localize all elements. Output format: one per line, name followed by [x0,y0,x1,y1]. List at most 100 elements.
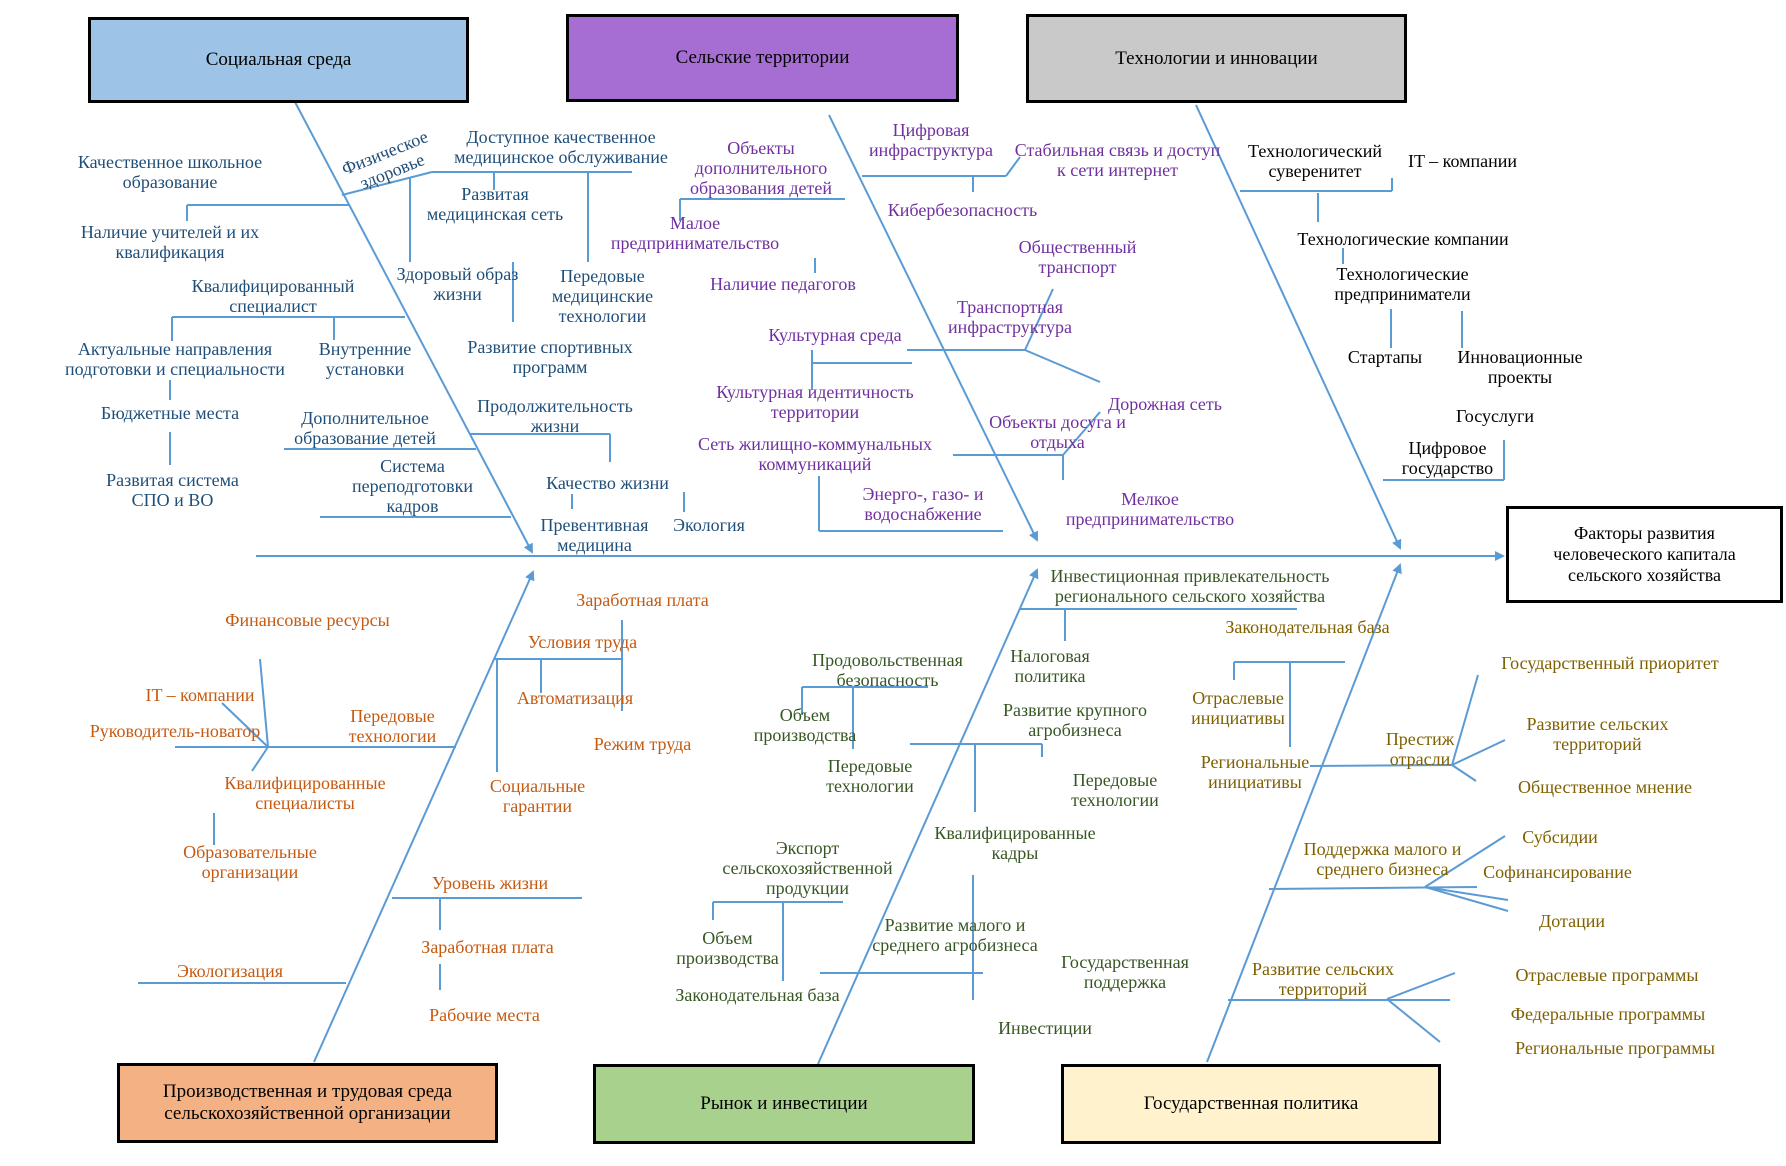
label-working-conditions: Условия труда [527,632,638,652]
bone-tech [1195,104,1402,550]
connector-line [1424,835,1506,888]
label-production-volume: Объем производства [753,705,857,745]
label-investment-attractiveness: Инвестиционная привлекательность региона… [1050,566,1330,606]
label-sme-support: Поддержка малого и среднего бизнеса [1303,839,1462,879]
label-qualified-specialists: Квалифицированные специалисты [224,773,386,813]
label-healthy-lifestyle: Здоровый образ жизни [396,264,519,304]
sub-prestige [1309,764,1453,767]
label-advanced-tech-market: Передовые технологии [826,756,914,796]
label-rural-territories: Развитие сельских территорий [1252,959,1394,999]
label-cultural-identity: Культурная идентичность территории [716,382,914,422]
category-tech: Технологии и инновации [1026,14,1407,103]
label-it-companies: IT – компании [1407,151,1518,171]
category-gov-label: Государственная политика [1143,1093,1359,1115]
label-production-volume-2: Объем производства [676,928,779,968]
connector-line [221,702,269,748]
connector-line [1451,674,1479,766]
label-transport-infra: Транспортная инфраструктура [948,297,1072,337]
label-preventive-medicine: Превентивная медицина [540,515,649,555]
label-prestige: Престиж отрасли [1385,729,1455,769]
bone-gov [1206,563,1402,1063]
label-food-security: Продовольственная безопасность [812,650,963,690]
connector-line [1424,886,1509,912]
connector-line [1424,886,1509,901]
label-gosuslugi: Госуслуги [1455,406,1534,426]
label-advanced-tech-market-2: Передовые технологии [1071,770,1159,810]
label-road-network: Дорожная сеть [1108,394,1222,414]
sub-sme-support [1268,886,1478,890]
label-medical-tech: Передовые медицинские технологии [551,266,654,326]
connector-line [1062,411,1101,456]
label-life-expectancy: Продолжительность жизни [477,396,633,436]
category-rural-label: Сельские территории [675,47,850,69]
label-sector-programs: Отраслевые программы [1515,965,1699,985]
label-medical-network: Развитая медицинская сеть [426,184,564,224]
label-qualified-staff: Квалифицированные кадры [934,823,1096,863]
label-stable-connection: Стабильная связь и доступ к сети интерне… [1014,140,1221,180]
sub-physical-health [341,171,433,196]
label-edu-orgs: Образовательные организации [183,842,317,882]
label-export: Экспорт сельскохозяйственной продукции [722,838,893,898]
label-subsidies: Субсидии [1522,827,1598,847]
label-housing-network: Сеть жилищно-коммунальных коммуникаций [698,434,932,474]
label-cybersecurity: Кибербезопасность [887,200,1038,220]
label-retraining: Система переподготовки кадров [351,456,474,516]
label-tech-entrepreneurs: Технологические предприниматели [1334,264,1471,304]
label-sector-initiatives: Отраслевые инициативы [1191,688,1285,728]
label-micro-business: Мелкое предпринимательство [1065,489,1235,529]
label-tech-companies: Технологические компании [1297,229,1509,249]
label-work-regime: Режим труда [593,734,692,754]
label-leisure-objects: Объекты досуга и отдыха [989,412,1126,452]
category-social-label: Социальная среда [205,49,352,71]
label-tax-policy: Налоговая политика [1010,646,1090,686]
label-regional-initiatives: Региональные инициативы [1200,752,1310,792]
category-production-label: Производственная и трудовая среда сельск… [162,1081,453,1124]
label-actual-directions: Актуальные направления подготовки и спец… [65,339,285,379]
connector-line [1386,998,1441,1043]
label-automation: Автоматизация [516,688,634,708]
label-it-companies-prod: IT – компании [145,685,255,705]
label-small-business: Малое предпринимательство [610,213,780,253]
label-quality-of-life: Качество жизни [546,473,669,493]
label-digital-infra: Цифровая инфраструктура [869,120,993,160]
label-utilities: Энерго-, газо- и водоснабжение [862,484,984,524]
bone-market [817,568,1039,1065]
label-innovative-leader: Руководитель-новатор [89,721,261,741]
label-advanced-tech: Передовые технологии [348,706,437,746]
label-state-priority: Государственный приоритет [1501,653,1719,673]
label-ecologization: Экологизация [176,961,284,981]
category-social: Социальная среда [88,17,469,103]
label-extra-edu-objects: Объекты дополнительного образования дете… [689,138,833,198]
label-living-standard: Уровень жизни [431,873,549,893]
label-salary-2: Заработная плата [421,937,554,957]
label-budget-places: Бюджетные места [100,403,240,423]
label-rural-dev: Развитие сельских территорий [1526,714,1669,754]
label-salary: Заработная плата [576,590,709,610]
label-innovation-projects: Инновационные проекты [1457,347,1583,387]
category-production: Производственная и трудовая среда сельск… [117,1063,498,1143]
category-market-label: Рынок и инвестиции [700,1093,868,1115]
connector-line [251,746,269,772]
connector-line [1451,764,1477,782]
label-state-support: Государственная поддержка [1061,952,1189,992]
label-social-guarantees: Социальные гарантии [489,776,586,816]
label-regional-programs: Региональные программы [1515,1038,1715,1058]
label-qualified-specialist: Квалифицированный специалист [191,276,355,316]
label-investments: Инвестиции [998,1018,1092,1038]
label-spo-vo: Развитая система СПО и ВО [106,470,239,510]
label-internal-attitudes: Внутренние установки [318,339,412,379]
label-startups: Стартапы [1347,347,1423,367]
effect-label: Факторы развития человеческого капитала … [1553,523,1736,585]
connector-line [1024,288,1054,351]
label-federal-programs: Федеральные программы [1510,1004,1706,1024]
label-public-opinion: Общественное мнение [1518,777,1692,797]
label-medical-service: Доступное качественное медицинское обслу… [454,127,668,167]
label-teachers: Наличие учителей и их квалификация [80,222,260,262]
label-sme-agro: Развитие малого и среднего агробизнеса [872,915,1038,955]
connector-line [1005,156,1021,177]
label-grants: Дотации [1538,911,1605,931]
connector-line [1024,349,1101,383]
category-gov: Государственная политика [1061,1064,1441,1144]
category-rural: Сельские территории [566,14,959,102]
